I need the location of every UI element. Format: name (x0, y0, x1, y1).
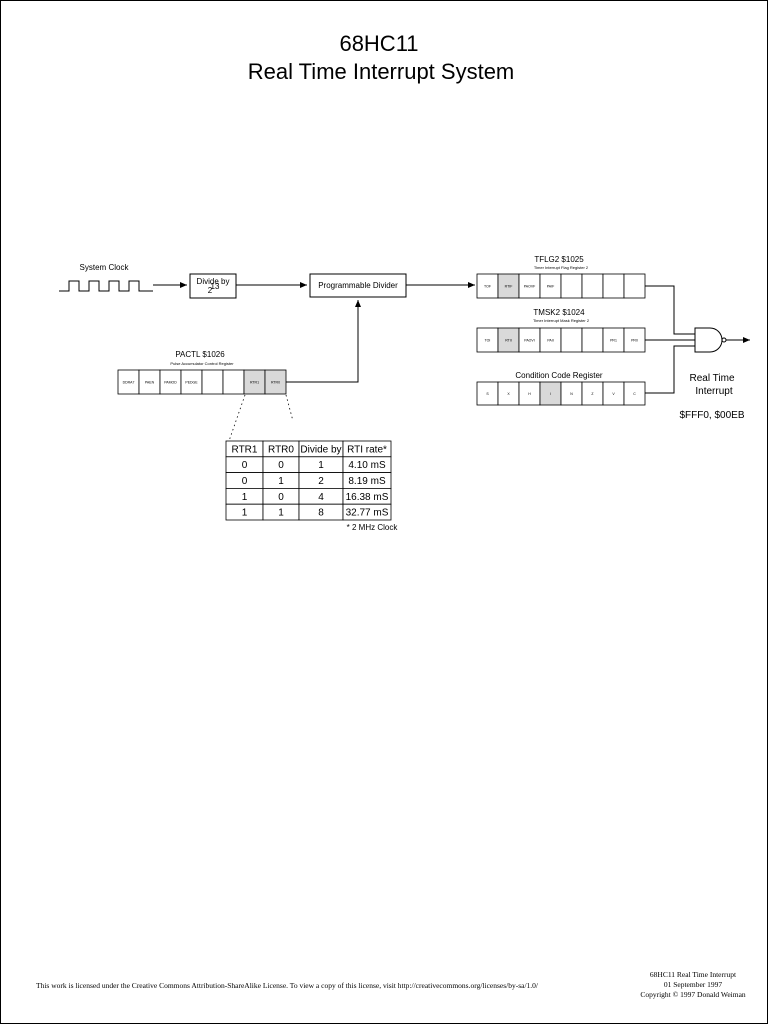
table-cell-text: 1 (278, 476, 284, 487)
rti-output-line-1: Real Time (689, 373, 734, 384)
tmsk2-bit-cell (581, 327, 604, 353)
rti-rate-table: RTR1 RTR0 Divide by RTI rate* 0 0 1 4.10 mS 0 1 2 8… (225, 440, 392, 521)
pactl-bit-label: PAEN (145, 381, 155, 385)
ccr-bit-label: H (528, 392, 531, 396)
callout-line-left (228, 394, 246, 442)
ccr-to-gate-wire (645, 345, 695, 394)
ccr-bit-label: Z (591, 392, 594, 396)
title-line-2: Real Time Interrupt System (248, 59, 515, 84)
tmsk2-subtitle: Timer Interrupt Mask Register 2 (533, 318, 590, 323)
table-cell-text: 1 (242, 492, 248, 503)
ccr-bit-label: S (486, 392, 489, 396)
table-cell-text: 1 (278, 508, 284, 519)
table-cell-text: 8 (318, 508, 324, 519)
clock-waveform (59, 280, 153, 292)
table-cell-text: 1 (318, 460, 324, 471)
table-cell-text: 2 (318, 476, 324, 487)
tmsk2-bit-label: PR0 (631, 339, 638, 343)
table-cell-text: 0 (242, 476, 248, 487)
table-header-text: RTR1 (232, 444, 258, 455)
tmsk2-bit-label: RTII (505, 339, 512, 343)
ccr-title: Condition Code Register (515, 371, 602, 380)
tmsk2-bit-label: TOI (485, 339, 491, 343)
tflg2-bit-cell (602, 273, 625, 299)
inverter-bubble (721, 337, 727, 343)
table-cell-text: 0 (242, 460, 248, 471)
system-clock-label: System Clock (80, 263, 130, 272)
tflg2-bit-label: PAOVF (524, 285, 536, 289)
tmsk2-bit-cell (560, 327, 583, 353)
table-cell-text: 4.10 mS (348, 460, 386, 471)
footer-date: 01 September 1997 (664, 980, 723, 989)
tflg2-title: TFLG2 $1025 (534, 255, 584, 264)
tmsk2-bit-label: PR1 (610, 339, 617, 343)
divide-exponent: 13 (211, 282, 220, 291)
table-cell-text: 16.38 mS (346, 492, 389, 503)
table-header-text: RTI rate* (347, 444, 387, 455)
pactl-bit-label: RTR0 (271, 381, 280, 385)
table-header-text: Divide by (300, 444, 341, 455)
pactl-register: DDRA7 PAEN PAMOD PEDGE RTR1 RTR0 (117, 369, 287, 395)
pactl-bit-cell (201, 369, 224, 395)
tmsk2-title: TMSK2 $1024 (533, 308, 585, 317)
callout-line-right (285, 394, 294, 422)
and-gate (694, 327, 723, 353)
tflg2-subtitle: Timer Interrupt Flag Register 2 (534, 265, 589, 270)
table-cell-text: 0 (278, 460, 284, 471)
tflg2-bit-label: PAIF (547, 285, 555, 289)
pactl-bit-label: PEDGE (185, 381, 198, 385)
divide-base: 2 (208, 286, 213, 295)
tflg2-bit-label: TOF (484, 285, 491, 289)
pactl-bit-cell (222, 369, 245, 395)
table-header-text: RTR0 (268, 444, 294, 455)
license-text: This work is licensed under the Creative… (36, 981, 539, 990)
divide-by-block (189, 273, 237, 299)
pactl-title: PACTL $1026 (175, 350, 225, 359)
table-cell-text: 0 (278, 492, 284, 503)
table-cell-text: 8.19 mS (348, 476, 386, 487)
ccr-bit-label: X (507, 392, 510, 396)
footer-copyright: Copyright © 1997 Donald Weiman (640, 990, 746, 999)
footer-doc-title: 68HC11 Real Time Interrupt (650, 970, 737, 979)
table-cell-text: 32.77 mS (346, 508, 389, 519)
ccr-bit-label: N (570, 392, 573, 396)
tflg2-bit-cell (581, 273, 604, 299)
tflg2-register: TOF RTIF PAOVF PAIF (476, 273, 646, 299)
pactl-subtitle: Pulse Accumulator Control Register (170, 361, 234, 366)
pactl-bit-label: RTR1 (250, 381, 259, 385)
divide-by-label: Divide by (197, 277, 230, 286)
table-cell (342, 503, 392, 521)
programmable-divider-label: Programmable Divider (318, 281, 398, 290)
ccr-bit-label: C (633, 392, 636, 396)
pactl-to-divider-wire (286, 300, 361, 383)
table-footnote: * 2 MHz Clock (347, 523, 399, 532)
title-line-1: 68HC11 (339, 31, 418, 56)
pactl-bit-label: DDRA7 (123, 381, 135, 385)
tflg2-to-gate-wire (645, 285, 695, 335)
ccr-bit-label: V (612, 392, 615, 396)
rti-output-line-2: Interrupt (695, 386, 732, 397)
ccr-bit-label: I (550, 392, 551, 396)
table-cell-text: 4 (318, 492, 324, 503)
interrupt-vectors: $FFF0, $00EB (679, 410, 744, 421)
tflg2-bit-cell (560, 273, 583, 299)
tmsk2-register: TOI RTII PAOVI PAII PR1 PR0 (476, 327, 646, 353)
tflg2-bit-label: RTIF (505, 285, 513, 289)
tflg2-bit-cell (623, 273, 646, 299)
table-cell-text: 1 (242, 508, 248, 519)
tmsk2-bit-label: PAII (547, 339, 553, 343)
tmsk2-bit-label: PAOVI (524, 339, 534, 343)
pactl-bit-label: PAMOD (164, 381, 177, 385)
